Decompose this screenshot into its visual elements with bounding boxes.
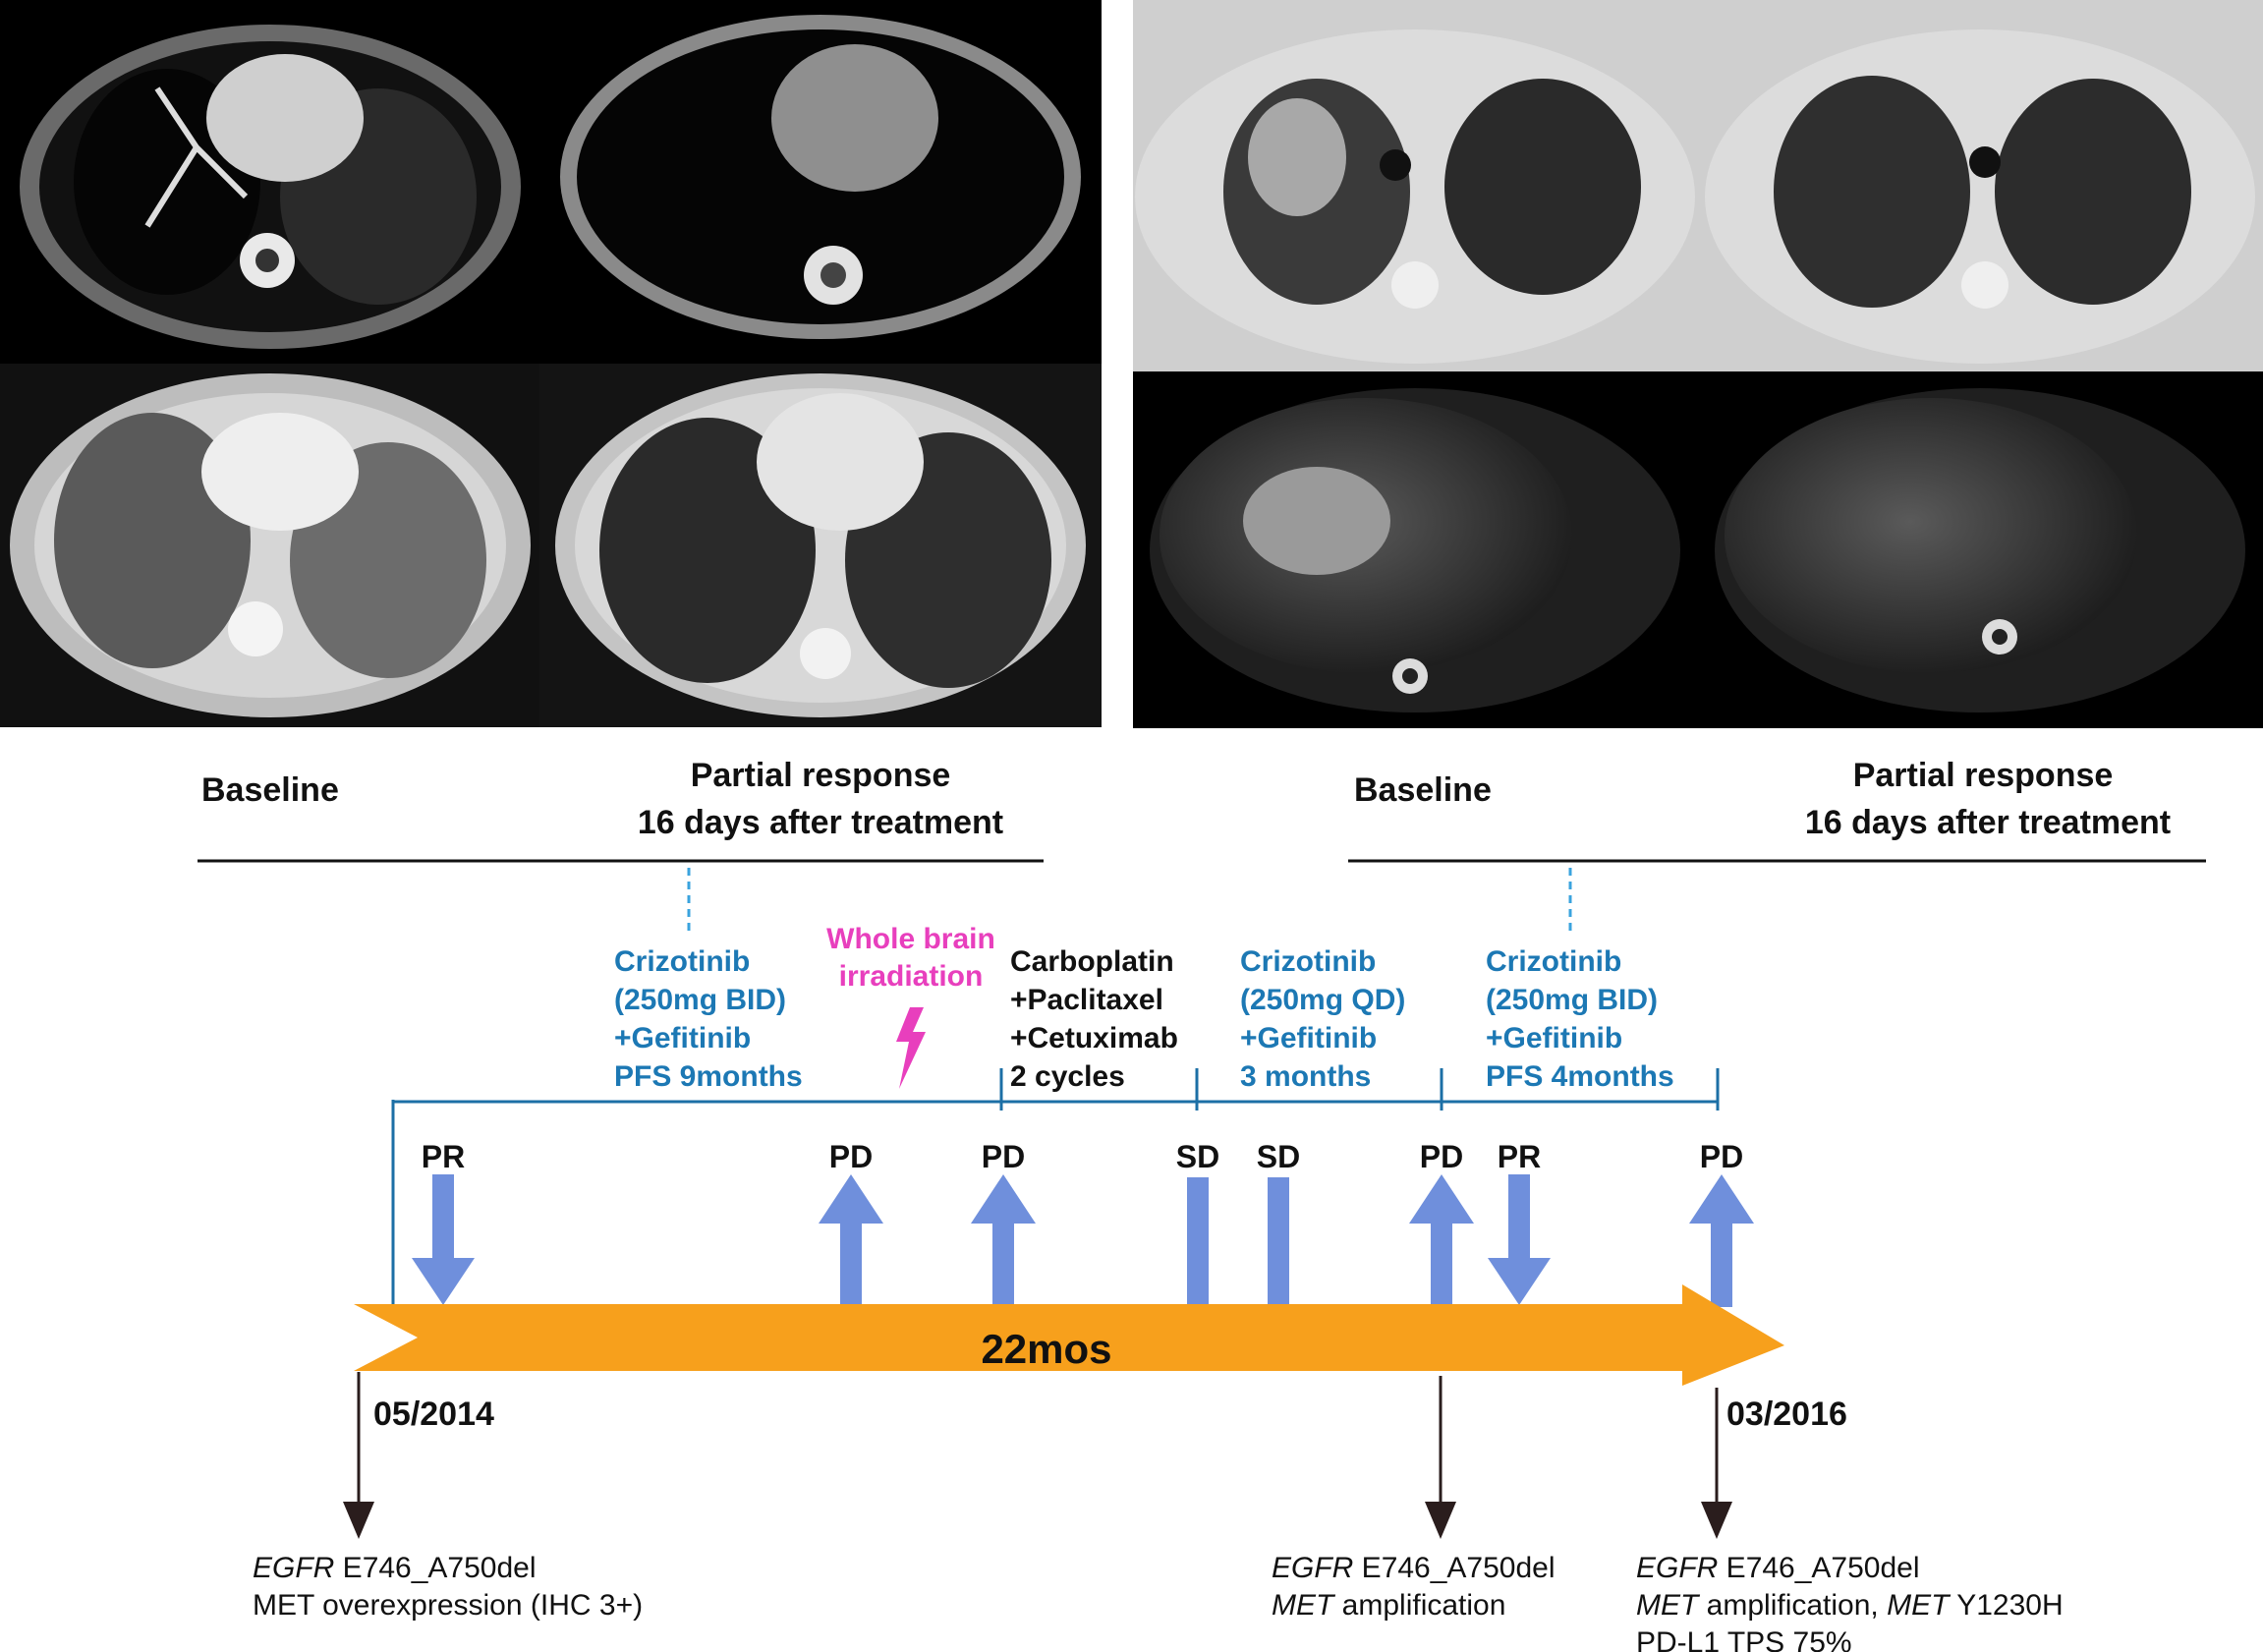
mri-scan-baseline-liver [1133,371,1697,728]
ct-scan-baseline-upper-lung [1133,0,1699,371]
treatment-4-line-1: Crizotinib [1240,945,1376,978]
genetic-arrow-head-3 [1701,1502,1732,1539]
ct-scan-response-upper-lung [1699,0,2263,371]
treatment-3-line-3: +Cetuximab [1010,1022,1178,1054]
genetic-finding-1-line-1: EGFR E746_A750del [253,1552,537,1584]
timeline-end-date: 03/2016 [1726,1396,1847,1433]
right-response-label-line1: Partial response [1853,757,2114,794]
treatment-5-line-3: +Gefitinib [1486,1022,1622,1054]
mri-scan-response-liver [1697,371,2263,728]
right-response-label-line2: 16 days after treatment [1805,804,2171,841]
treatment-3-line-2: +Paclitaxel [1010,984,1163,1016]
treatment-1-line-4: PFS 9months [614,1060,803,1093]
treatment-1-line-2: (250mg BID) [614,984,786,1016]
treatment-1-line-1: Crizotinib [614,945,750,978]
treatment-4-line-3: +Gefitinib [1240,1022,1377,1054]
response-arrow-up-6 [1409,1174,1474,1307]
genetic-test-arrows [343,1372,1732,1539]
left-response-label-line2: 16 days after treatment [638,804,1003,841]
timeline-duration-label: 22mos [981,1326,1111,1372]
timeline-start-date: 05/2014 [373,1396,494,1433]
response-bar-4 [1187,1177,1209,1305]
genetic-finding-2-line-2: MET amplification [1272,1589,1505,1622]
ct-scan-response-mediastinal [539,0,1102,364]
ct-scan-response-lung-window [539,364,1102,727]
genetic-finding-3-line-1: EGFR E746_A750del [1636,1552,1920,1584]
response-arrow-up-2 [819,1174,883,1307]
lightning-icon [896,1007,926,1089]
genetic-finding-3-line-3: PD-L1 TPS 75% [1636,1626,1852,1652]
response-label-7: PR [1498,1139,1541,1174]
response-label-3: PD [982,1139,1025,1174]
treatment-3-line-1: Carboplatin [1010,945,1174,978]
genetic-arrow-head-1 [343,1502,374,1539]
treatment-3-line-4: 2 cycles [1010,1060,1125,1093]
genetic-finding-3-line-2: MET amplification, MET Y1230H [1636,1589,2064,1622]
treatment-2-line-1: Whole brain [826,923,995,955]
ct-scan-baseline-lung-window [0,364,539,727]
response-arrow-up-8 [1689,1174,1754,1307]
treatment-5-line-4: PFS 4months [1486,1060,1674,1093]
genetic-arrow-head-2 [1425,1502,1456,1539]
treatment-2-line-2: irradiation [839,960,984,993]
timeline-arrow-bar [354,1284,1784,1386]
response-arrow-down-1 [412,1174,475,1305]
response-label-1: PR [422,1139,465,1174]
treatment-5-line-1: Crizotinib [1486,945,1621,978]
response-label-2: PD [829,1139,873,1174]
response-arrow-up-3 [971,1174,1036,1307]
treatment-bracket [391,1068,1720,1307]
genetic-finding-1-line-2: MET overexpression (IHC 3+) [253,1589,643,1622]
response-bar-5 [1268,1177,1289,1305]
treatment-4-line-2: (250mg QD) [1240,984,1405,1016]
treatment-1-line-3: +Gefitinib [614,1022,751,1054]
treatment-5-line-2: (250mg BID) [1486,984,1658,1016]
response-label-5: SD [1257,1139,1300,1174]
treatment-4-line-4: 3 months [1240,1060,1371,1093]
ct-scan-baseline-mediastinal [0,0,539,364]
response-arrow-down-7 [1488,1174,1551,1305]
left-response-label-line1: Partial response [691,757,951,794]
right-baseline-label: Baseline [1354,771,1492,809]
left-baseline-label: Baseline [201,771,339,809]
genetic-finding-2-line-1: EGFR E746_A750del [1272,1552,1556,1584]
response-label-8: PD [1700,1139,1743,1174]
response-label-4: SD [1176,1139,1219,1174]
response-label-6: PD [1420,1139,1463,1174]
